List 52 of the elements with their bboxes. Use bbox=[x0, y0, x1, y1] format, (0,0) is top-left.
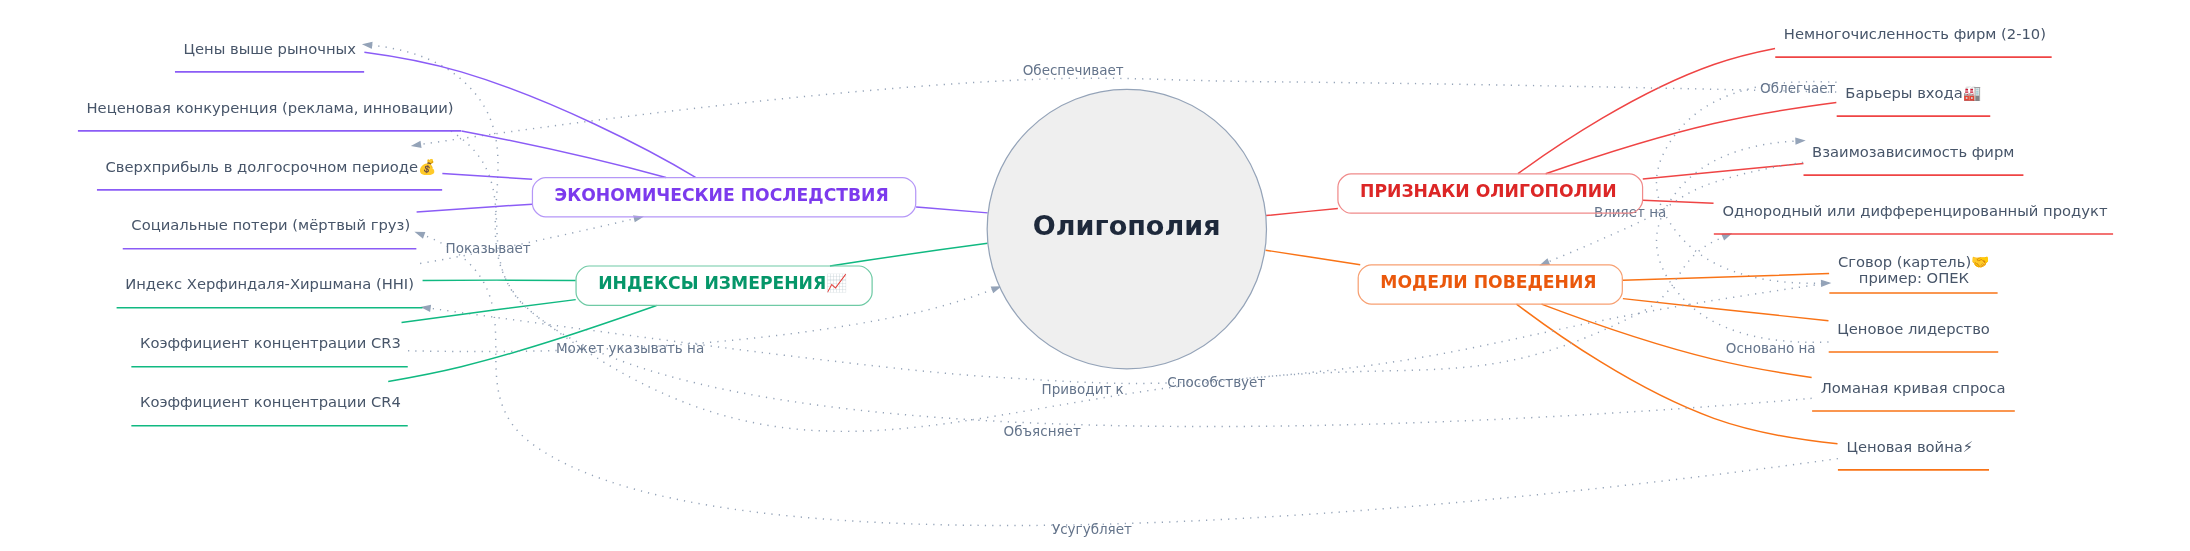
connector bbox=[1515, 303, 1838, 445]
connector bbox=[1621, 297, 1829, 322]
connector bbox=[441, 172, 533, 181]
node-text: Ломаная кривая спроса bbox=[1820, 378, 2005, 396]
connector bbox=[387, 304, 658, 383]
connector bbox=[415, 203, 533, 213]
connector bbox=[460, 130, 667, 179]
connector bbox=[421, 279, 576, 282]
edge-label: Усугубляет bbox=[1051, 521, 1132, 538]
edge-label: Может указывать на bbox=[555, 340, 704, 357]
connector bbox=[1264, 207, 1339, 217]
edge-label: Облегчает bbox=[1759, 80, 1835, 97]
node-text: Коэффициент концентрации CR4 bbox=[139, 393, 401, 411]
connector bbox=[400, 298, 576, 324]
node-text: Индекс Херфиндаля-Хиршмана (HHI) bbox=[124, 275, 414, 293]
connector bbox=[1544, 101, 1837, 175]
connector bbox=[1264, 249, 1361, 266]
arrow bbox=[361, 41, 1812, 427]
node-text: Однородный или дифференцированный продукт bbox=[1721, 201, 2108, 219]
connector bbox=[914, 206, 988, 214]
arrow bbox=[1655, 137, 1829, 344]
connector bbox=[1516, 47, 1776, 175]
node-box: ЭКОНОМИЧЕСКИЕ ПОСЛЕДСТВИЯ bbox=[531, 176, 916, 218]
connector bbox=[1641, 199, 1714, 204]
node-text: Немногочисленность фирм (2-10) bbox=[1783, 24, 2046, 42]
arrow bbox=[419, 282, 1830, 385]
node-text: Коэффициент концентрации CR3 bbox=[139, 334, 401, 352]
arrow bbox=[410, 77, 1837, 148]
edge-label: Основано на bbox=[1725, 340, 1816, 357]
arrow bbox=[1655, 80, 1837, 287]
connector bbox=[1540, 303, 1812, 379]
node-box: МОДЕЛИ ПОВЕДЕНИЯ bbox=[1357, 264, 1623, 305]
node-box: ИНДЕКСЫ ИЗМЕРЕНИЯ📈 bbox=[574, 265, 873, 306]
node-circle: Олигополия bbox=[986, 88, 1267, 370]
edge-label: Способствует bbox=[1166, 374, 1265, 391]
edge-label: Показывает bbox=[445, 239, 531, 256]
node-text: Ценовое лидерство bbox=[1836, 319, 1990, 337]
arrow bbox=[406, 286, 1002, 353]
edge-label: Объясняет bbox=[1003, 422, 1081, 439]
node-text: Барьеры входа🏭 bbox=[1844, 83, 1981, 101]
edge-label: Приводит к bbox=[1041, 381, 1124, 398]
node-text: Взаимозависимость фирм bbox=[1811, 142, 2014, 160]
connector bbox=[1621, 272, 1830, 281]
node-text: Сговор (картель)🤝 пример: ОПЕК bbox=[1837, 252, 1989, 286]
node-text: Ценовая война⚡ bbox=[1846, 437, 1973, 455]
node-text: Сверхприбыль в долгосрочном периоде💰 bbox=[105, 157, 436, 175]
edge-label: Обеспечивает bbox=[1022, 61, 1124, 78]
connector bbox=[363, 51, 696, 179]
node-text: Неценовая конкуренция (реклама, инновации) bbox=[86, 98, 454, 116]
node-text: Социальные потери (мёртвый груз) bbox=[130, 216, 410, 234]
connector bbox=[1641, 162, 1804, 180]
node-text: Цены выше рыночных bbox=[183, 39, 356, 57]
